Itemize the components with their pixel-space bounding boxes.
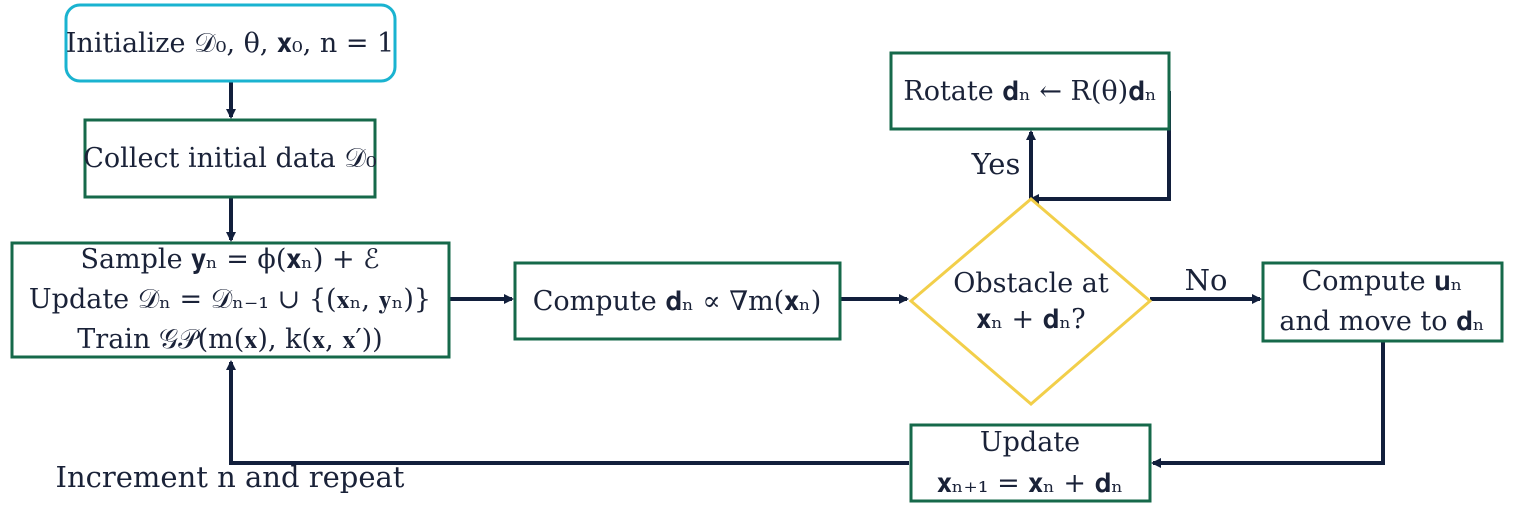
yes-label: Yes xyxy=(971,147,1021,181)
compute-u-label-line2: and move to 𝐝ₙ xyxy=(1279,306,1484,337)
collect-label: Collect initial data 𝒟₀ xyxy=(83,143,377,174)
sample-label-line3: Train 𝒢𝒫(m(𝐱), k(𝐱, 𝐱′)) xyxy=(77,324,382,355)
sample-box xyxy=(10,241,451,359)
compute-u-box xyxy=(1261,261,1504,343)
compute-d-label: Compute 𝐝ₙ ∝ ∇m(𝐱ₙ) xyxy=(533,286,822,317)
update-box xyxy=(909,423,1152,503)
obstacle-label-line2: 𝐱ₙ + 𝐝ₙ? xyxy=(976,304,1085,335)
collect-box xyxy=(83,118,377,199)
arrow-update-to-sample xyxy=(226,360,909,465)
sample-label-line1: Sample 𝐲ₙ = ϕ(𝐱ₙ) + ℰ xyxy=(80,244,379,275)
repeat-label: Increment n and repeat xyxy=(56,460,405,494)
obstacle-decision xyxy=(908,197,1153,406)
update-label-line2: 𝐱ₙ₊₁ = 𝐱ₙ + 𝐝ₙ xyxy=(937,468,1123,499)
update-label-line1: Update xyxy=(980,427,1080,458)
sample-label-line2: Update 𝒟ₙ = 𝒟ₙ₋₁ ∪ {(𝐱ₙ, 𝐲ₙ)} xyxy=(29,284,431,315)
arrow-compute-u-to-update xyxy=(1151,341,1385,468)
compute-d-box xyxy=(513,261,842,341)
init-box xyxy=(64,3,397,83)
rotate-box xyxy=(889,51,1171,131)
rotate-label: Rotate 𝐝ₙ ← R(θ)𝐝ₙ xyxy=(903,76,1156,107)
init-label: Initialize 𝒟₀, θ, 𝐱₀, n = 1 xyxy=(66,28,394,59)
compute-u-label-line1: Compute 𝐮ₙ xyxy=(1302,266,1463,297)
no-label: No xyxy=(1185,263,1228,297)
obstacle-label-line1: Obstacle at xyxy=(953,268,1109,299)
